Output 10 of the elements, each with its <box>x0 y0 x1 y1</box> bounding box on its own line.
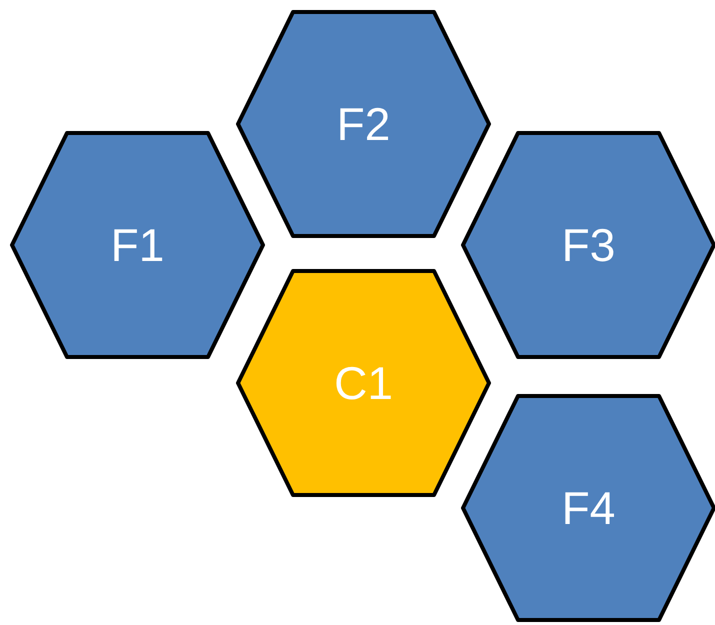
node-label: F2 <box>336 97 392 151</box>
hexagon-node <box>236 269 491 497</box>
hexagon-node <box>236 10 491 238</box>
node-label: C1 <box>333 356 394 410</box>
node-label: F3 <box>560 218 616 272</box>
hexagon-node <box>461 131 715 359</box>
node-label: F1 <box>110 218 166 272</box>
hexagon-node <box>461 394 715 622</box>
hexagon-node <box>10 131 265 359</box>
node-label: F4 <box>560 481 616 535</box>
